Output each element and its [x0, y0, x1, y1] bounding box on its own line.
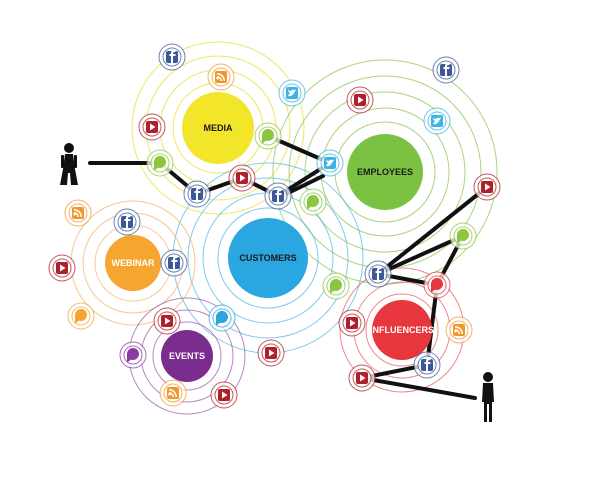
hub-employees-label: EMPLOYEES	[357, 167, 413, 177]
rss-icon[interactable]	[159, 379, 187, 407]
youtube-icon[interactable]	[346, 86, 374, 114]
youtube-icon[interactable]	[210, 381, 238, 409]
chat-green-icon[interactable]	[299, 188, 327, 216]
twitter-icon[interactable]	[423, 107, 451, 135]
facebook-icon[interactable]	[264, 182, 292, 210]
hub-influencers[interactable]: INFLUENCERS	[370, 300, 434, 360]
twitter-icon[interactable]	[316, 149, 344, 177]
rss-icon[interactable]	[64, 199, 92, 227]
chat-purple-icon[interactable]	[119, 341, 147, 369]
facebook-icon[interactable]	[160, 249, 188, 277]
hub-media-label: MEDIA	[204, 123, 234, 133]
chat-red-icon[interactable]	[423, 271, 451, 299]
rss-icon[interactable]	[207, 63, 235, 91]
youtube-icon[interactable]	[228, 164, 256, 192]
youtube-icon[interactable]	[153, 307, 181, 335]
hub-employees[interactable]: EMPLOYEES	[347, 134, 423, 210]
person-right-icon	[482, 372, 494, 422]
youtube-icon[interactable]	[338, 309, 366, 337]
facebook-icon[interactable]	[158, 43, 186, 71]
connector-right-lower	[361, 283, 477, 400]
facebook-icon[interactable]	[113, 208, 141, 236]
youtube-icon[interactable]	[473, 173, 501, 201]
chat-green-icon[interactable]	[322, 272, 350, 300]
facebook-icon[interactable]	[183, 180, 211, 208]
chat-orange-icon[interactable]	[67, 302, 95, 330]
hub-webinar[interactable]: WEBINAR	[105, 235, 161, 291]
hub-webinar-label: WEBINAR	[112, 258, 155, 268]
rss-icon[interactable]	[445, 316, 473, 344]
hub-customers[interactable]: CUSTOMERS	[228, 218, 308, 298]
hub-influencers-label: INFLUENCERS	[370, 325, 434, 335]
chat-green-icon[interactable]	[146, 149, 174, 177]
chat-green-icon[interactable]	[449, 222, 477, 250]
person-left-icon	[60, 143, 78, 185]
hub-media[interactable]: MEDIA	[182, 92, 254, 164]
social-icon-nodes	[48, 43, 501, 409]
youtube-icon[interactable]	[48, 254, 76, 282]
chat-green-icon[interactable]	[254, 122, 282, 150]
hub-events[interactable]: EVENTS	[161, 330, 213, 382]
twitter-icon[interactable]	[278, 79, 306, 107]
youtube-icon[interactable]	[138, 113, 166, 141]
facebook-icon[interactable]	[364, 260, 392, 288]
facebook-icon[interactable]	[432, 56, 460, 84]
hub-customers-label: CUSTOMERS	[239, 253, 296, 263]
facebook-icon[interactable]	[413, 351, 441, 379]
youtube-icon[interactable]	[348, 364, 376, 392]
hub-circles: MEDIA EMPLOYEES CUSTOMERS WEBINAR INFLUE…	[105, 92, 434, 382]
hub-events-label: EVENTS	[169, 351, 205, 361]
youtube-icon[interactable]	[257, 339, 285, 367]
chat-blue-icon[interactable]	[208, 304, 236, 332]
